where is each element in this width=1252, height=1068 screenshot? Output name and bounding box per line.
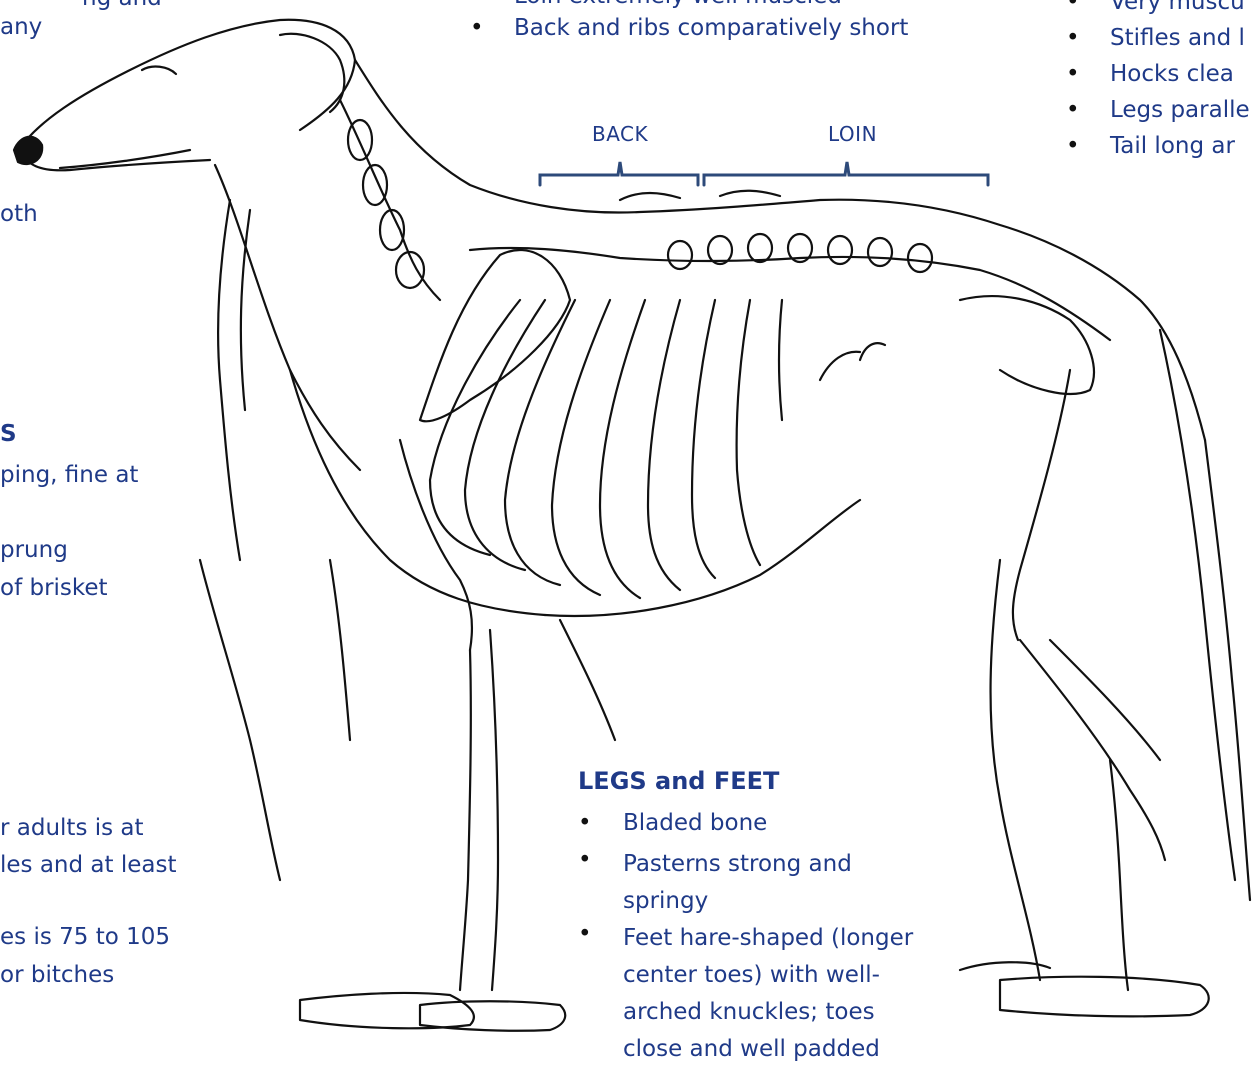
humerus — [400, 440, 472, 650]
left-text-ribs-3: of brisket — [0, 574, 108, 603]
left-text-ribs-1: ping, fine at — [0, 461, 138, 490]
legs-feet-item: Bladed bone — [623, 809, 767, 838]
ribcage — [430, 300, 782, 598]
femur — [1013, 370, 1070, 640]
left-text-top-2: any — [0, 13, 42, 42]
left-text-top-1: ng and — [82, 0, 162, 13]
pelvis — [960, 296, 1094, 394]
left-text-mouth: oth — [0, 200, 38, 229]
dog-neck-front — [215, 165, 360, 470]
bullet-dot: • — [1066, 60, 1080, 89]
legs-feet-item-line: Feet hare-shaped (longer — [623, 920, 913, 957]
legs-feet-heading: LEGS and FEET — [578, 767, 779, 795]
bullet-dot: • — [578, 809, 592, 838]
left-text-ribs-2: prung — [0, 536, 68, 565]
loin-bracket — [704, 162, 988, 185]
loin-label: LOIN — [828, 122, 877, 146]
dog-nose — [14, 137, 42, 164]
left-text-size-4: or bitches — [0, 961, 114, 990]
legs-feet-item-line: close and well padded — [623, 1031, 913, 1068]
hindfoot — [1000, 977, 1209, 1017]
foreleg-bones — [460, 650, 471, 990]
bullet-dot: • — [470, 14, 484, 43]
bullet-dot: • — [578, 920, 592, 949]
legs-feet-item-line: springy — [623, 883, 852, 920]
left-text-size-3: es is 75 to 105 — [0, 923, 170, 952]
left-text-size-2: les and at least — [0, 851, 176, 880]
bullet-dot: • — [1066, 96, 1080, 125]
legs-feet-item-line: Pasterns strong and — [623, 846, 852, 883]
bullet-dot: • — [1066, 132, 1080, 161]
bullet-dot: • — [578, 846, 592, 875]
legs-feet-item-line: arched knuckles; toes — [623, 994, 913, 1031]
dog-eye — [142, 67, 176, 74]
left-text-size-1: r adults is at — [0, 814, 144, 843]
spine — [470, 248, 1110, 340]
back-label: BACK — [592, 122, 648, 146]
forefoot — [300, 993, 474, 1028]
hock — [1110, 760, 1128, 990]
bullet-dot: • — [1066, 24, 1080, 53]
dog-head-outline — [20, 20, 355, 148]
legs-feet-item-line: center toes) with well- — [623, 957, 913, 994]
bullet-dot: • — [1066, 0, 1080, 17]
tibia — [1020, 640, 1165, 860]
back-bracket — [540, 162, 698, 185]
top-center-partial-item: Loin extremely well muscled — [514, 0, 842, 11]
left-heading-ribs: S — [0, 420, 17, 449]
hind-leg-outline — [991, 560, 1040, 980]
dog-ear — [280, 34, 344, 112]
top-center-item: Back and ribs comparatively short — [514, 14, 908, 43]
forefoot-2 — [420, 1001, 565, 1031]
